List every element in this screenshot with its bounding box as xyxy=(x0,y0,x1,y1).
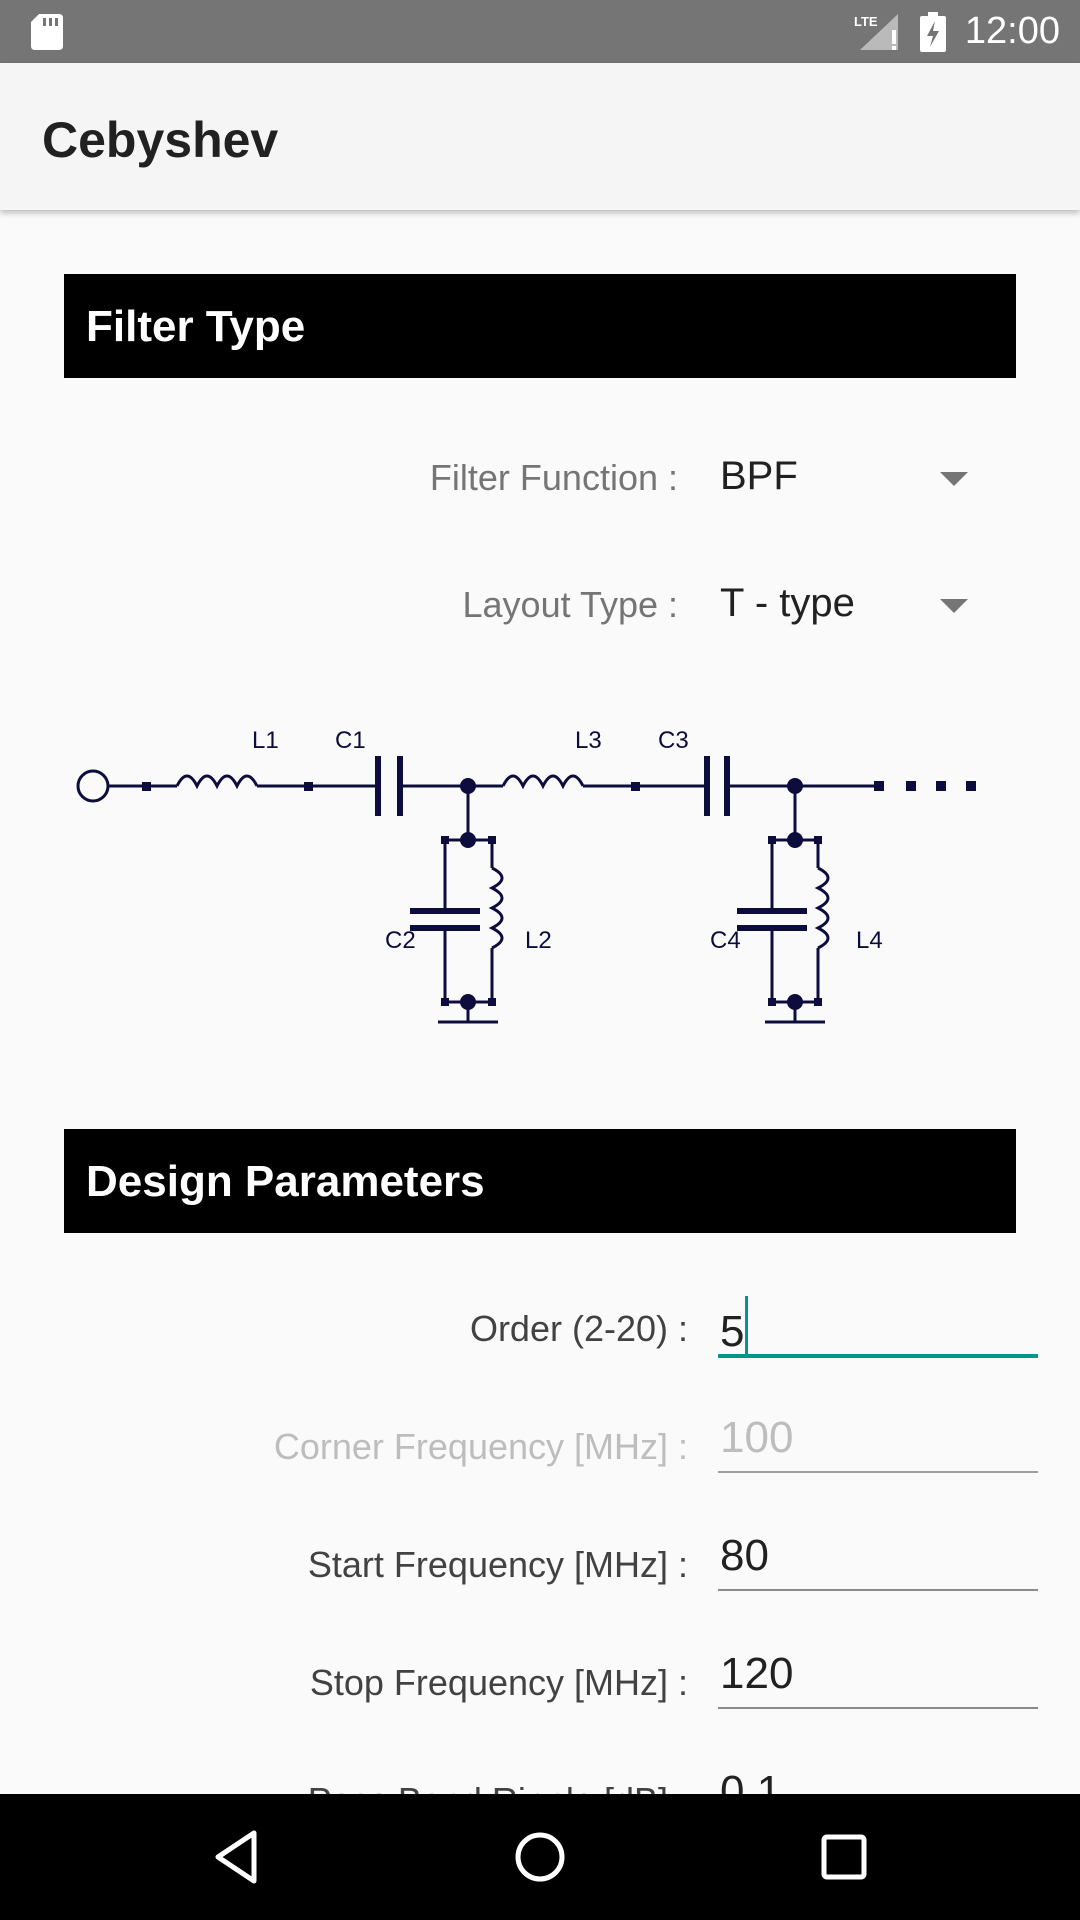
circuit-diagram: L1 C1 L3 C3 C2 L2 C4 L4 xyxy=(76,727,976,1024)
start-frequency-label: Start Frequency [MHz] : xyxy=(307,1544,688,1585)
app-bar: Cebyshev xyxy=(0,63,1080,210)
filter-type-header-label: Filter Type xyxy=(86,302,306,351)
back-icon[interactable] xyxy=(210,1827,270,1887)
filter-function-spinner[interactable]: BPF xyxy=(718,442,978,512)
recents-icon[interactable] xyxy=(814,1827,874,1887)
pass-band-ripple-label: Pass Band Ripple [dB] : xyxy=(308,1780,688,1794)
label-c2: C2 xyxy=(385,927,416,954)
lte-signal-icon: LTE xyxy=(854,14,898,50)
design-parameters-header-label: Design Parameters xyxy=(86,1157,485,1206)
start-frequency-input[interactable]: 80 xyxy=(718,1525,1038,1591)
pass-band-ripple-input[interactable]: 0.1 xyxy=(718,1761,1038,1794)
corner-frequency-input: 100 xyxy=(718,1407,1038,1473)
dropdown-arrow-icon xyxy=(940,472,968,486)
home-icon[interactable] xyxy=(510,1827,570,1887)
corner-frequency-label: Corner Frequency [MHz] : xyxy=(273,1426,688,1467)
label-c3: C3 xyxy=(658,727,689,754)
text-cursor xyxy=(745,1296,749,1356)
dropdown-arrow-icon xyxy=(940,599,968,613)
layout-type-label: Layout Type : xyxy=(462,584,679,625)
label-c4: C4 xyxy=(710,927,741,954)
stop-frequency-input[interactable]: 120 xyxy=(718,1643,1038,1709)
navigation-bar xyxy=(0,1794,1080,1920)
label-l1: L1 xyxy=(252,727,279,754)
label-c1: C1 xyxy=(335,727,366,754)
battery-charging-icon xyxy=(920,12,946,52)
label-l4: L4 xyxy=(856,927,883,954)
design-parameters-header: Design Parameters xyxy=(64,1129,1016,1233)
label-l2: L2 xyxy=(525,927,552,954)
status-bar: LTE 12:00 xyxy=(0,0,1080,63)
filter-function-value: BPF xyxy=(720,454,798,498)
lte-label: LTE xyxy=(854,14,878,29)
corner-frequency-value: 100 xyxy=(720,1413,794,1462)
stop-frequency-label: Stop Frequency [MHz] : xyxy=(309,1662,688,1703)
order-input[interactable]: 5 xyxy=(718,1290,1038,1358)
filter-type-header: Filter Type xyxy=(64,274,1016,378)
layout-type-value: T - type xyxy=(720,581,855,625)
start-frequency-value: 80 xyxy=(720,1531,769,1580)
order-value: 5 xyxy=(720,1307,745,1356)
order-label: Order (2-20) : xyxy=(469,1308,688,1349)
filter-function-label: Filter Function : xyxy=(429,457,678,498)
scroll-content[interactable]: Filter Type Filter Function : BPF Layout… xyxy=(0,210,1080,1794)
label-l3: L3 xyxy=(575,727,602,754)
stop-frequency-value: 120 xyxy=(720,1649,794,1698)
app-title: Cebyshev xyxy=(42,112,279,168)
pass-band-ripple-value: 0.1 xyxy=(720,1767,782,1794)
status-clock: 12:00 xyxy=(964,10,1060,52)
layout-type-spinner[interactable]: T - type xyxy=(718,569,978,639)
sd-card-icon xyxy=(31,14,63,50)
